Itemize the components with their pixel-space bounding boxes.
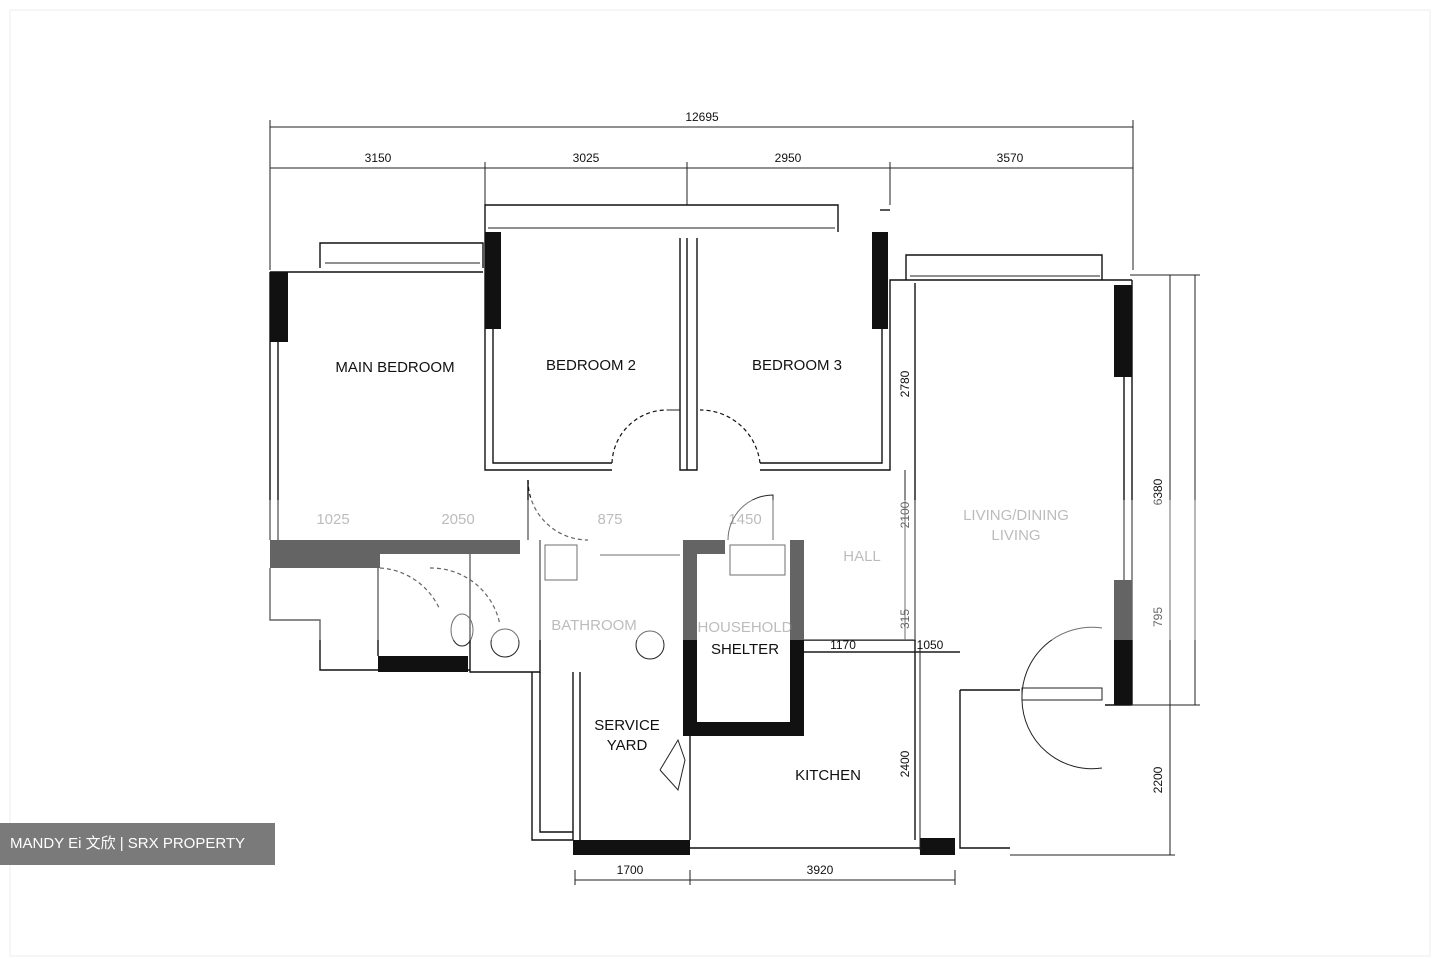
room-yard: YARD xyxy=(607,737,648,754)
dim-795: 795 xyxy=(1151,607,1165,627)
watermark: MANDY Ei 文欣 | SRX PROPERTY xyxy=(0,823,275,865)
walls xyxy=(269,232,1133,855)
dim-3920: 3920 xyxy=(807,863,834,877)
room-living-dining-2: LIVING xyxy=(991,527,1040,544)
room-household: HOUSEHOLD xyxy=(697,619,792,636)
basin-icon-2 xyxy=(635,630,665,660)
page-frame xyxy=(9,9,1431,957)
overall-dimension: 12695 xyxy=(269,110,1134,270)
dim-bath-2: 2050 xyxy=(441,511,474,528)
dim-3570: 3570 xyxy=(997,151,1024,165)
dim-2100: 2100 xyxy=(898,501,912,528)
basin-icon xyxy=(490,628,520,658)
dim-bath-3: 875 xyxy=(597,511,622,528)
dim-315: 315 xyxy=(898,609,912,629)
fixtures xyxy=(450,544,786,660)
room-hall: HALL xyxy=(843,548,881,565)
dim-2950: 2950 xyxy=(775,151,802,165)
dim-2200: 2200 xyxy=(1151,766,1165,793)
shower-icon xyxy=(544,544,578,581)
side-dimensions xyxy=(574,274,1200,885)
doors xyxy=(379,409,1103,792)
bay-windows xyxy=(319,204,1103,280)
dim-2400: 2400 xyxy=(898,750,912,777)
room-living-dining: LIVING/DINING xyxy=(963,507,1069,524)
dim-1050: 1050 xyxy=(917,638,944,652)
dim-bath-1: 1025 xyxy=(316,511,349,528)
room-kitchen: KITCHEN xyxy=(795,767,861,784)
top-dimensions: 3150 3025 2950 3570 xyxy=(270,151,1133,205)
room-bedroom-2: BEDROOM 2 xyxy=(546,357,636,374)
room-service: SERVICE xyxy=(594,717,660,734)
dim-1700: 1700 xyxy=(617,863,644,877)
blur-band xyxy=(40,500,1410,640)
dim-3025: 3025 xyxy=(573,151,600,165)
dim-2780: 2780 xyxy=(898,370,912,397)
shelter-bench xyxy=(729,544,786,576)
room-shelter: SHELTER xyxy=(711,641,779,658)
room-bathroom: BATHROOM xyxy=(551,617,637,634)
room-main-bedroom: MAIN BEDROOM xyxy=(335,359,454,376)
toilet-icon xyxy=(450,613,474,647)
room-bedroom-3: BEDROOM 3 xyxy=(752,357,842,374)
dim-store: 1450 xyxy=(728,511,761,528)
dim-3150: 3150 xyxy=(365,151,392,165)
dim-1170: 1170 xyxy=(830,638,856,652)
dim-6380: 6380 xyxy=(1151,478,1165,505)
overall-width-label: 12695 xyxy=(685,110,719,124)
